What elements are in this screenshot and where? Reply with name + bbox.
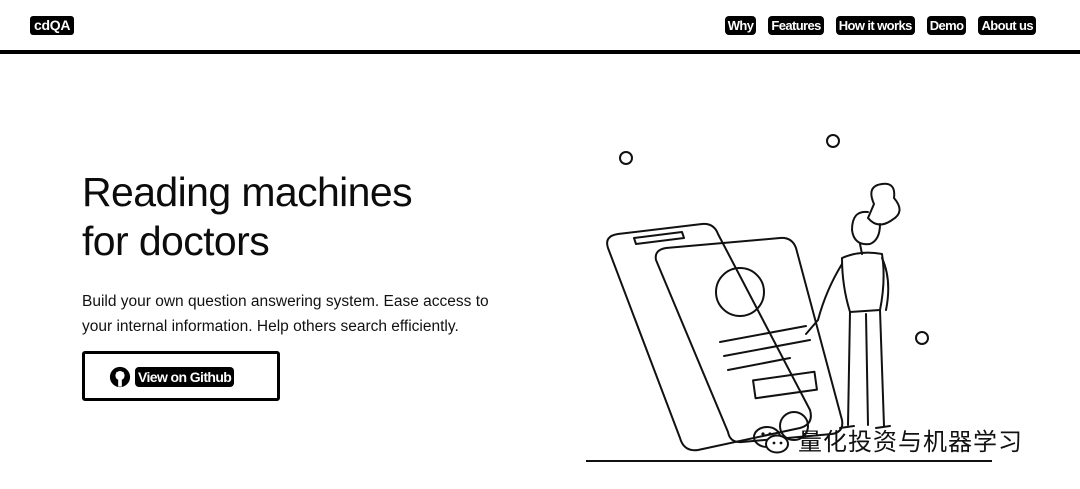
navbar: cdQA Why Features How it works Demo Abou… — [0, 0, 1080, 54]
avatar-circle — [715, 267, 765, 317]
github-icon — [109, 366, 131, 388]
doctor-torso — [841, 251, 885, 313]
logo[interactable]: cdQA — [30, 16, 75, 35]
nav-link-about-us[interactable]: About us — [978, 16, 1036, 35]
nav-link-features[interactable]: Features — [768, 16, 824, 35]
doctor-head — [851, 210, 881, 246]
nav-link-demo[interactable]: Demo — [926, 16, 967, 35]
github-button-content: View on Github — [109, 366, 235, 388]
doctor-arm-right — [881, 257, 890, 311]
wechat-icon — [753, 425, 789, 453]
phone-back-outline — [606, 222, 812, 452]
hero-title-line2: for doctors — [82, 218, 270, 264]
github-button-label: View on Github — [135, 367, 235, 387]
watermark-text: 量化投资与机器学习 — [798, 428, 1023, 456]
hero-subtitle: Build your own question answering system… — [82, 293, 489, 335]
hero-title-line1: Reading machines — [82, 169, 413, 215]
doctor-hair — [867, 182, 901, 226]
hero-title: Reading machines for doctors — [82, 168, 522, 266]
nav-link-why[interactable]: Why — [724, 16, 757, 35]
view-on-github-button[interactable]: View on Github — [82, 351, 280, 401]
decor-circle-2 — [826, 134, 840, 148]
doctor-legs — [847, 309, 885, 427]
text-line-2 — [723, 339, 811, 357]
phone-notch — [633, 231, 685, 245]
phone-front-outline — [654, 236, 844, 444]
doctor-phone-illustration — [586, 134, 992, 462]
nav-link-how-it-works[interactable]: How it works — [835, 16, 915, 35]
doctor-feet — [839, 425, 891, 429]
text-line-1 — [719, 325, 807, 343]
phone-button — [752, 370, 818, 400]
decor-circle-1 — [619, 151, 633, 165]
text-line-3 — [727, 357, 791, 371]
watermark: 量化投资与机器学习 — [752, 422, 1023, 457]
doctor-arm-left — [805, 263, 843, 335]
phone-home-button — [779, 411, 809, 441]
decor-circle-3 — [915, 331, 929, 345]
nav-links: Why Features How it works Demo About us — [724, 16, 1036, 35]
